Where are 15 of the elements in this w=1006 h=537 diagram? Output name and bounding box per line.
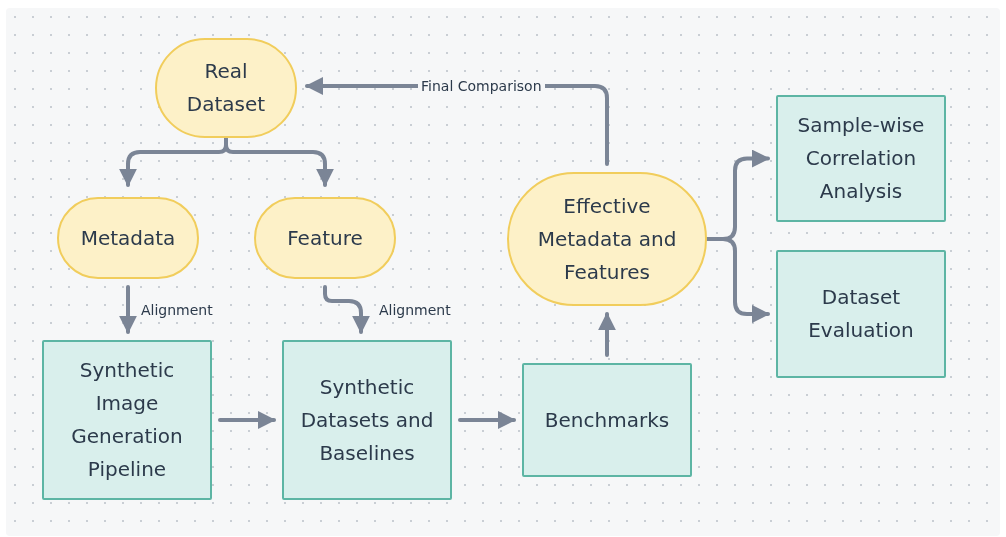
process-box: Benchmarks: [522, 363, 692, 477]
arrow: [458, 411, 516, 429]
process-box: Dataset Evaluation: [776, 250, 946, 378]
arrow: [598, 312, 616, 357]
arrow: [705, 237, 770, 323]
process-box: Synthetic Datasets and Baselines: [282, 340, 452, 500]
edge-label: Final Comparison: [418, 77, 545, 95]
edge-label: Alignment: [376, 301, 454, 319]
process-box: Sample-wise Correlation Analysis: [776, 95, 946, 222]
arrow: [218, 411, 276, 429]
arrow: [119, 285, 137, 334]
edge-label: Alignment: [138, 301, 216, 319]
arrow: [224, 136, 334, 187]
arrow: [323, 285, 370, 334]
process-box: Synthetic Image Generation Pipeline: [42, 340, 212, 500]
